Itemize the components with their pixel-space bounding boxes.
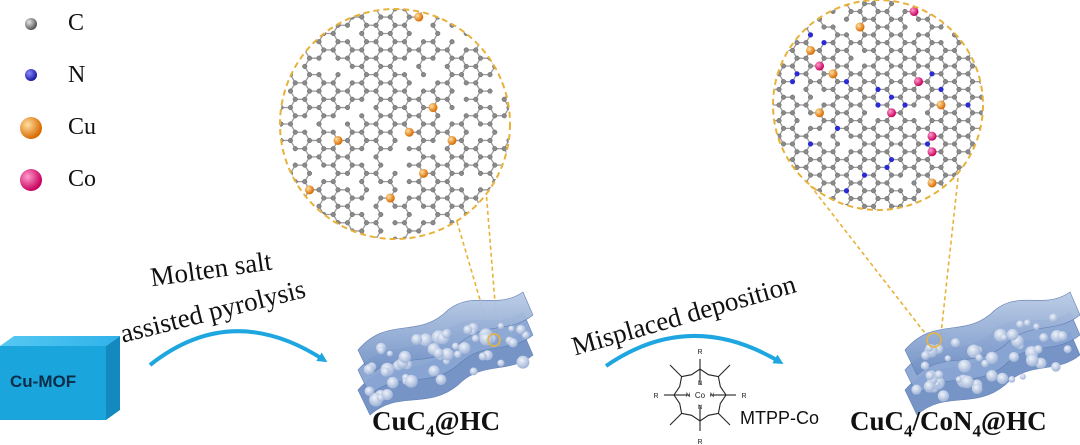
reagent-label: MTPP-Co: [740, 408, 819, 429]
legend-label-n: N: [68, 62, 85, 89]
legend-label-co: Co: [68, 166, 96, 193]
svg-text:R: R: [741, 393, 746, 400]
legend-c-sphere: [25, 18, 37, 30]
watermark: ⓒ 大数跨境: [6, 418, 107, 445]
svg-text:R: R: [697, 439, 702, 444]
svg-text:R: R: [697, 349, 702, 356]
legend-co-sphere: [20, 169, 42, 191]
svg-text:N: N: [686, 393, 690, 399]
carbon-sheet-cu: [358, 292, 533, 415]
lattice-zoom-cu-co: [763, 0, 988, 219]
legend-label-cu: Cu: [68, 114, 96, 141]
product1-label: CuC4@HC: [372, 406, 500, 441]
svg-text:N: N: [698, 381, 702, 387]
porphyrin-structure: N N N N R R R R Co: [653, 349, 746, 444]
carbon-sheet-cu-co: [905, 292, 1080, 415]
lattice-zoom-cu: [274, 0, 511, 250]
legend-n-sphere: [25, 69, 37, 81]
legend-cu-sphere: [20, 117, 42, 139]
watermark-logo-icon: ⓒ: [6, 422, 25, 444]
cu-mof-label: Cu-MOF: [10, 372, 76, 392]
svg-text:Co: Co: [695, 391, 706, 400]
svg-text:N: N: [710, 393, 714, 399]
legend-label-c: C: [68, 10, 84, 37]
svg-text:R: R: [653, 393, 658, 400]
svg-text:N: N: [698, 405, 702, 411]
product2-label: CuC4/CoN4@HC: [850, 406, 1047, 441]
